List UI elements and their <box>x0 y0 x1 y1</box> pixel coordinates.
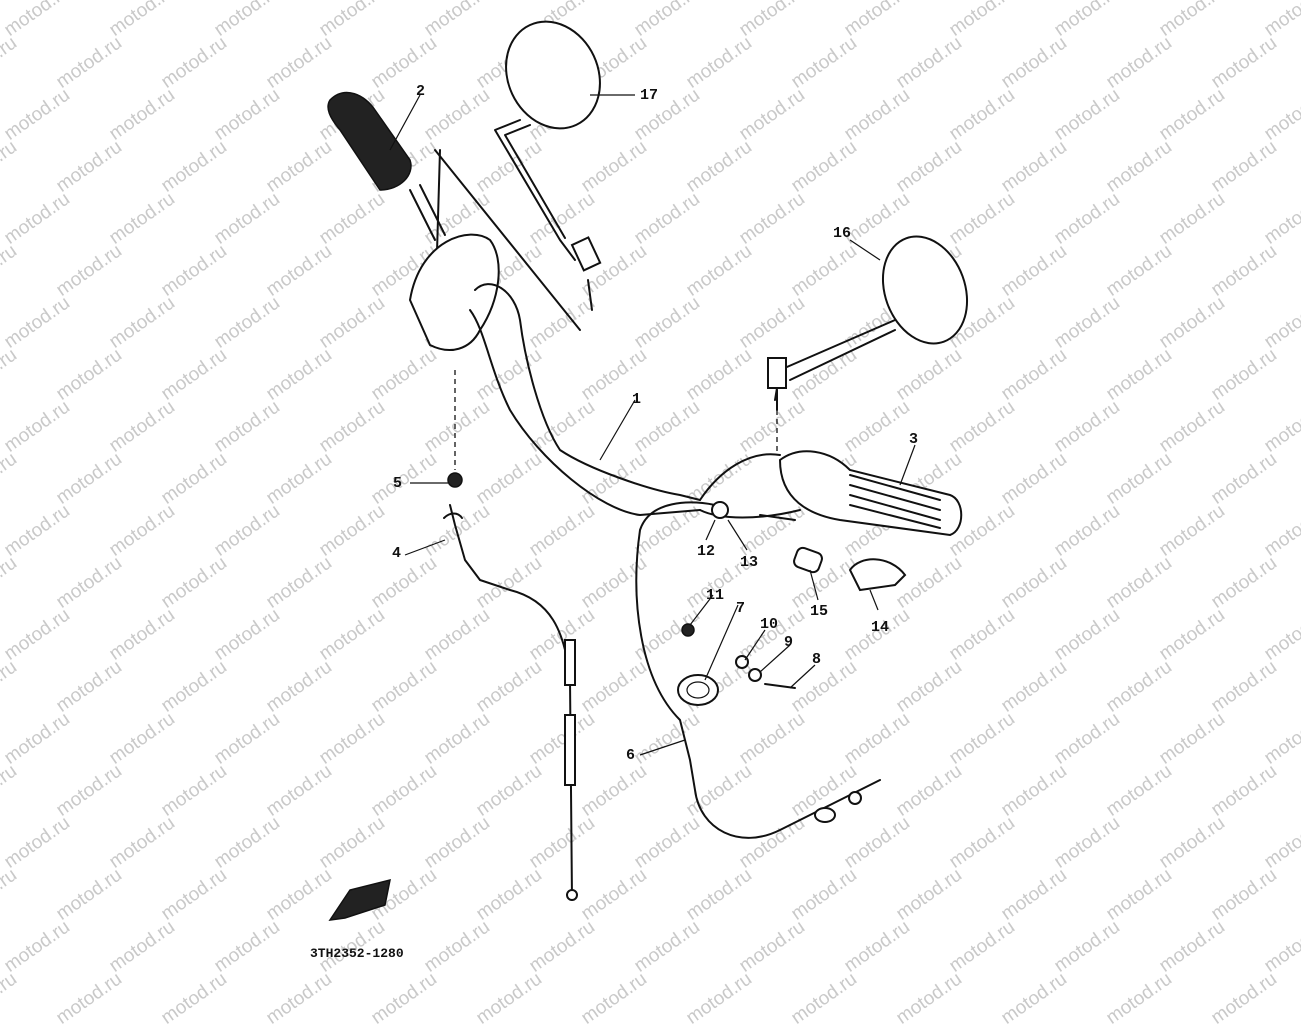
callout-11: 11 <box>706 587 725 604</box>
holder-part <box>677 674 719 706</box>
callout-9: 9 <box>784 634 794 651</box>
right-grip <box>778 450 963 537</box>
watermark-text: motod.ru <box>0 968 21 1029</box>
drawing-code: 3TH2352-1280 <box>310 946 404 961</box>
screw-part <box>759 514 796 521</box>
washer-part <box>748 668 762 682</box>
left-switch <box>408 149 581 351</box>
switch-part <box>793 546 823 574</box>
leader-lines <box>389 94 916 756</box>
callout-8: 8 <box>812 651 822 668</box>
watermark-text: motod.ru <box>472 968 546 1029</box>
watermark-text: motod.ru <box>787 968 861 1029</box>
watermark-text: motod.ru <box>577 968 651 1029</box>
callout-16: 16 <box>833 225 852 242</box>
watermark-text: motod.ru <box>1102 968 1176 1029</box>
watermark-text: motod.ru <box>262 968 336 1029</box>
callout-10: 10 <box>760 616 779 633</box>
watermark-text: motod.ru <box>892 968 966 1029</box>
callout-7: 7 <box>736 600 746 617</box>
callout-4: 4 <box>392 545 402 562</box>
callout-15: 15 <box>810 603 829 620</box>
left-mirror <box>494 20 602 311</box>
left-grip <box>327 91 446 241</box>
callout-17: 17 <box>640 87 659 104</box>
handlebar <box>469 283 801 519</box>
nut-part <box>447 472 463 488</box>
switch-cover-part <box>848 558 907 592</box>
nut-part <box>681 623 695 637</box>
watermark-text: motod.ru <box>157 968 231 1029</box>
callout-14: 14 <box>871 619 890 636</box>
front-arrow-icon <box>328 878 391 921</box>
watermark-text: motod.ru <box>1207 968 1281 1029</box>
callout-3: 3 <box>909 431 919 448</box>
callout-6: 6 <box>626 747 636 764</box>
diagram-drawing <box>327 20 969 921</box>
callout-2: 2 <box>416 83 426 100</box>
watermark-text: motod.ru <box>367 968 441 1029</box>
callout-1: 1 <box>632 391 642 408</box>
watermark-text: motod.ru <box>997 968 1071 1029</box>
callout-5: 5 <box>393 475 403 492</box>
callout-12: 12 <box>697 543 716 560</box>
watermark-text: motod.ru <box>52 968 126 1029</box>
throttle-cable <box>635 501 881 839</box>
callout-13: 13 <box>740 554 759 571</box>
right-mirror <box>767 235 969 411</box>
watermark-text: motod.ru <box>682 968 756 1029</box>
clutch-cable <box>443 504 578 901</box>
